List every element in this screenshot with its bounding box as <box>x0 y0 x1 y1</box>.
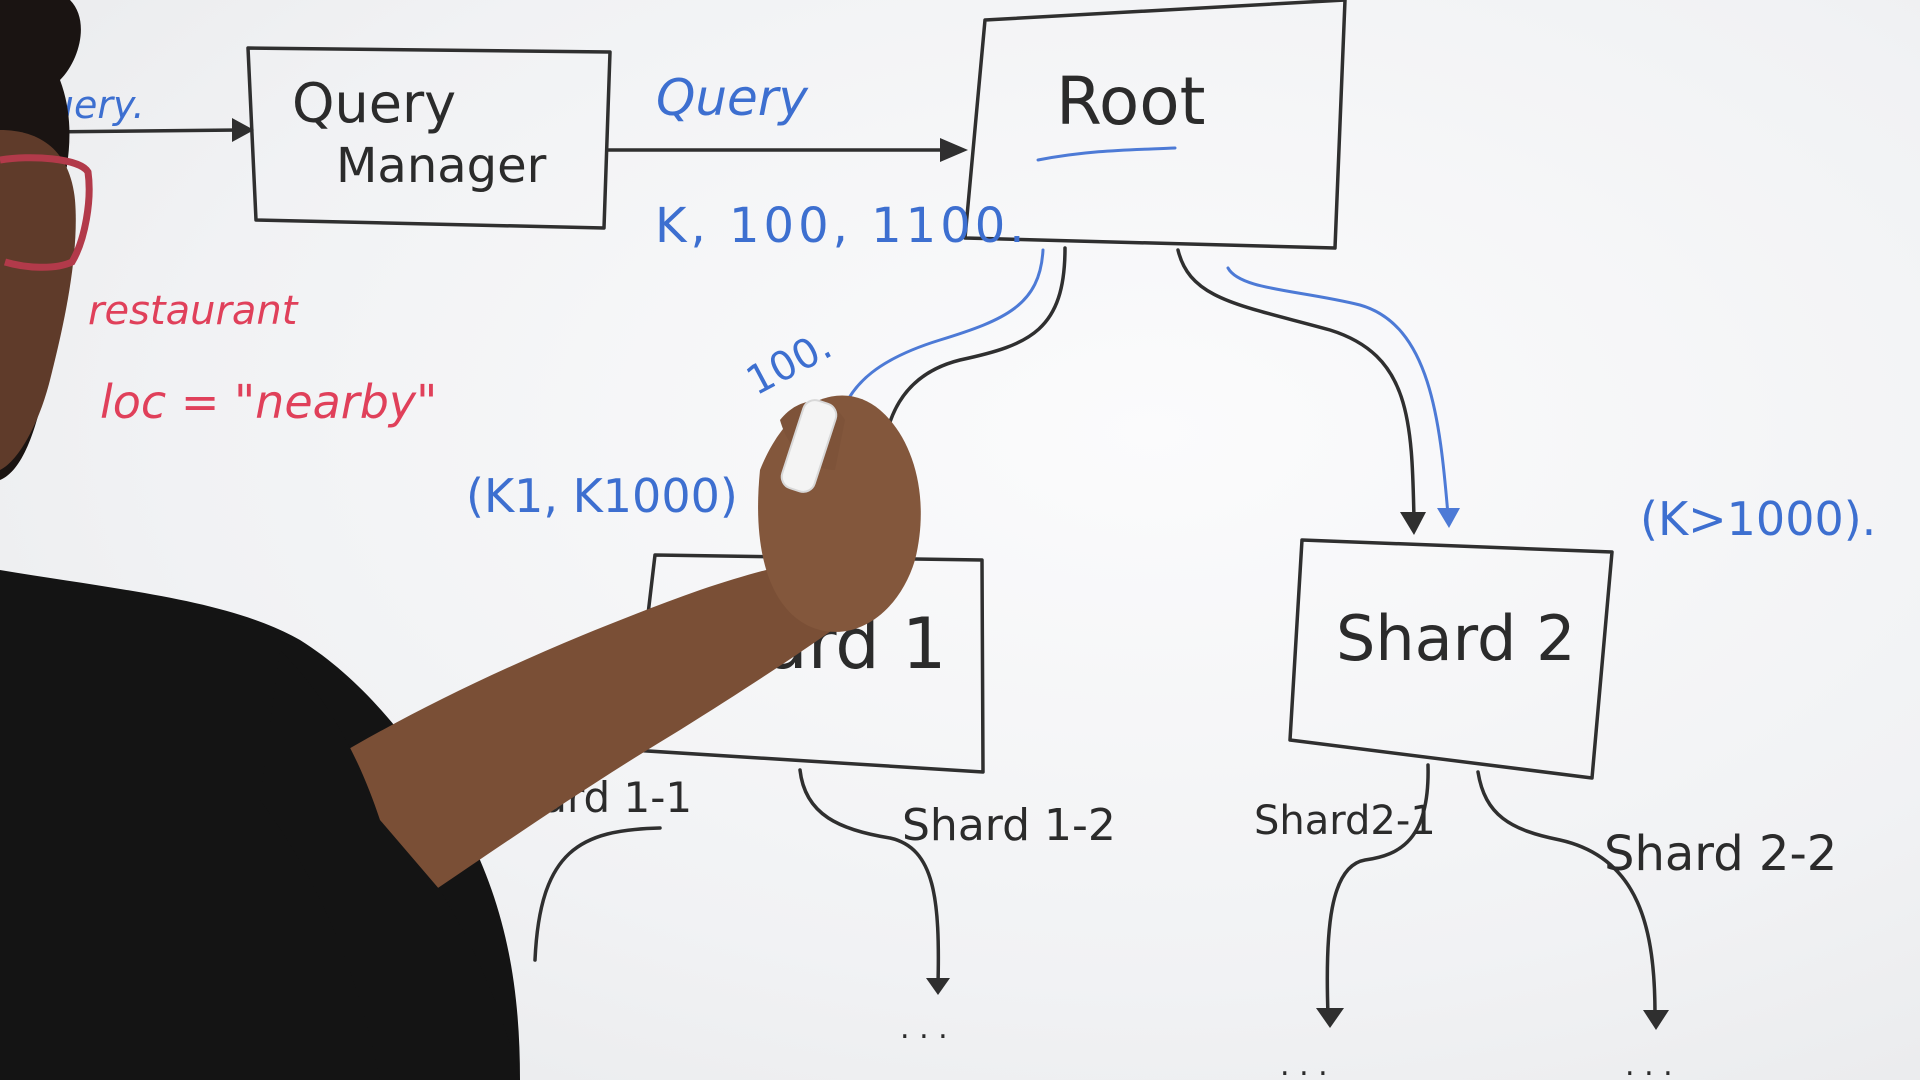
ellipsis-shard1-2: . . . <box>900 1011 948 1046</box>
root-label: Root <box>1056 63 1206 140</box>
arrowhead <box>940 138 968 162</box>
root-underline <box>1036 146 1177 162</box>
ellipsis-shard2-1: . . . <box>1280 1048 1328 1080</box>
presenter-arm <box>330 560 860 900</box>
incoming-query-arrow <box>38 128 242 134</box>
root-to-shard2-path-blue <box>1226 266 1450 517</box>
root-to-shard2-arrow <box>1176 248 1416 522</box>
shard2-1-label: Shard2-1 <box>1254 798 1436 844</box>
filter-restaurant-label: restaurant <box>88 288 299 334</box>
glasses <box>0 154 93 271</box>
shard1-2-label: Shard 1-2 <box>902 800 1116 851</box>
result-count-label: 100. <box>739 322 839 404</box>
arrowhead <box>232 118 254 142</box>
shard1-to-shard1-2-arrow <box>798 768 941 987</box>
arrowhead <box>1316 1008 1344 1028</box>
root-box <box>963 0 1347 250</box>
arrowhead <box>1643 1010 1669 1030</box>
marker-pen <box>780 399 838 493</box>
shard1-to-shard1-1-arrow <box>533 826 662 962</box>
filter-loc-label: loc = "nearby" <box>100 375 437 429</box>
shard1-range-label: (K1, K1000) <box>466 469 738 523</box>
query-arrow-label: Query <box>656 69 809 127</box>
presenter-face <box>0 130 76 470</box>
query-params-label: K, 100, 1100. <box>655 198 1029 254</box>
presenter <box>0 0 921 1080</box>
arrowhead <box>1400 512 1426 535</box>
shard-2-box <box>1288 538 1614 780</box>
shard2-label: Shard 2 <box>1336 602 1576 675</box>
ellipsis-shard2-2: . . . <box>1625 1048 1673 1080</box>
shard2-2-label: Shard 2-2 <box>1604 826 1837 882</box>
shard2-to-shard2-2-arrow <box>1476 770 1657 1017</box>
query-manager-box <box>246 46 612 230</box>
root-return-path-blue <box>843 248 1045 407</box>
query-manager-label-line2: Manager <box>336 138 547 194</box>
presenter-sleeve <box>260 650 520 1080</box>
arrowhead <box>1437 508 1460 528</box>
query-manager-label-line1: Query <box>292 72 456 135</box>
shard2-range-label: (K>1000). <box>1640 492 1876 546</box>
shard2-to-shard2-1-arrow <box>1325 763 1430 1017</box>
arrowhead <box>926 978 950 995</box>
